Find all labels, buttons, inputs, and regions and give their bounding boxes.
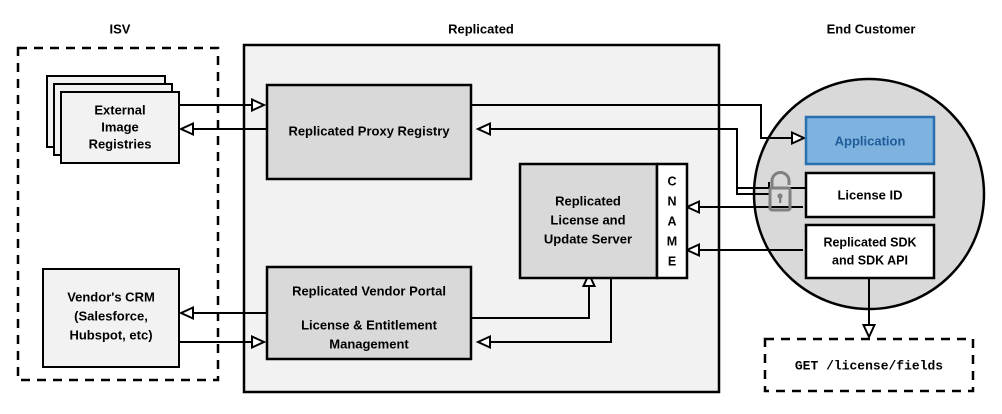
padlock-body: [768, 186, 792, 212]
vendor-crm-label-line1: Vendor's CRM: [67, 289, 155, 304]
api-call-label: GET /license/fields: [795, 358, 943, 373]
registries-stack-front: [60, 91, 180, 164]
vendor-crm-box[interactable]: Vendor's CRM (Salesforce, Hubspot, etc): [42, 268, 180, 368]
api-call-box[interactable]: GET /license/fields: [763, 337, 975, 393]
connector-portal-to-license-server: [471, 278, 590, 319]
license-id-label: License ID: [837, 187, 902, 202]
unlocked-padlock-icon: [768, 171, 792, 212]
arrowhead-license-server-to-portal: [475, 334, 491, 350]
cname-letter-c: C: [667, 174, 676, 188]
replicated-license-update-server-box[interactable]: Replicated License and Update Server: [518, 162, 659, 280]
arrowhead-portal-to-crm: [178, 305, 194, 321]
replicated-vendor-portal-box[interactable]: Replicated Vendor Portal License & Entit…: [265, 265, 473, 361]
zone-title-replicated: Replicated: [448, 21, 514, 36]
license-id-box[interactable]: License ID: [804, 171, 936, 219]
license-server-label-line2: License and: [550, 212, 625, 227]
arrowhead-proxy-to-application: [791, 130, 807, 146]
arrowhead-sdk-to-cname: [684, 242, 700, 258]
sdk-label-line1: Replicated SDK: [823, 235, 916, 249]
external-image-registries-box[interactable]: External Image Registries: [46, 75, 180, 164]
cname-letter-e: E: [668, 254, 676, 268]
registries-label-line1: External: [94, 102, 145, 117]
sdk-label-line2: and SDK API: [832, 253, 908, 267]
arrowhead-portal-to-license-server: [581, 271, 597, 287]
vendor-crm-rect: [42, 268, 180, 368]
vendor-crm-label-line3: Hubspot, etc): [69, 327, 152, 342]
vendor-portal-label-line1: Replicated Vendor Portal: [292, 283, 446, 298]
license-server-label-line1: Replicated: [555, 193, 621, 208]
zone-title-isv: ISV: [110, 21, 131, 36]
arrowhead-proxy-to-registries: [178, 121, 194, 137]
connector-group: [178, 97, 877, 350]
application-box[interactable]: Application: [804, 115, 936, 166]
license-server-label-line3: Update Server: [544, 231, 632, 246]
registries-label-line2: Image: [101, 119, 139, 134]
application-rect: [804, 115, 936, 166]
padlock-keyhole-slot: [779, 197, 782, 203]
proxy-registry-rect: [265, 83, 473, 181]
registries-label-line3: Registries: [89, 136, 152, 151]
proxy-registry-label: Replicated Proxy Registry: [288, 123, 450, 138]
connector-license-server-to-portal: [481, 278, 612, 343]
replicated-proxy-registry-box[interactable]: Replicated Proxy Registry: [265, 83, 473, 181]
cname-letter-n: N: [667, 194, 676, 208]
cname-rect: [655, 162, 689, 280]
license-id-rect: [804, 171, 936, 219]
vendor-portal-label-line2: License & Entitlement: [301, 317, 437, 332]
cname-letter-m: M: [667, 234, 677, 248]
api-call-rect: [763, 337, 975, 393]
cname-strip[interactable]: C N A M E: [655, 162, 689, 280]
arrowhead-registries-to-proxy: [251, 97, 267, 113]
connector-proxy-to-application: [471, 104, 801, 139]
vendor-portal-label-line3: Management: [329, 336, 409, 351]
isv-boundary: [16, 46, 220, 382]
arrowhead-licenseid-to-cname: [684, 199, 700, 215]
connector-customer-to-proxy: [481, 128, 769, 195]
application-label: Application: [835, 133, 906, 148]
arrowhead-customer-to-proxy: [475, 121, 491, 137]
vendor-crm-label-line2: (Salesforce,: [74, 308, 148, 323]
replicated-sdk-box[interactable]: Replicated SDK and SDK API: [804, 223, 936, 280]
cname-letter-a: A: [667, 214, 676, 228]
sdk-rect: [804, 223, 936, 280]
arrowhead-crm-to-portal: [251, 334, 267, 350]
zone-title-end-customer: End Customer: [827, 21, 916, 36]
arrowhead-sdk-to-api: [861, 324, 877, 340]
vendor-portal-rect: [265, 265, 473, 361]
license-update-server-rect: [518, 162, 659, 280]
